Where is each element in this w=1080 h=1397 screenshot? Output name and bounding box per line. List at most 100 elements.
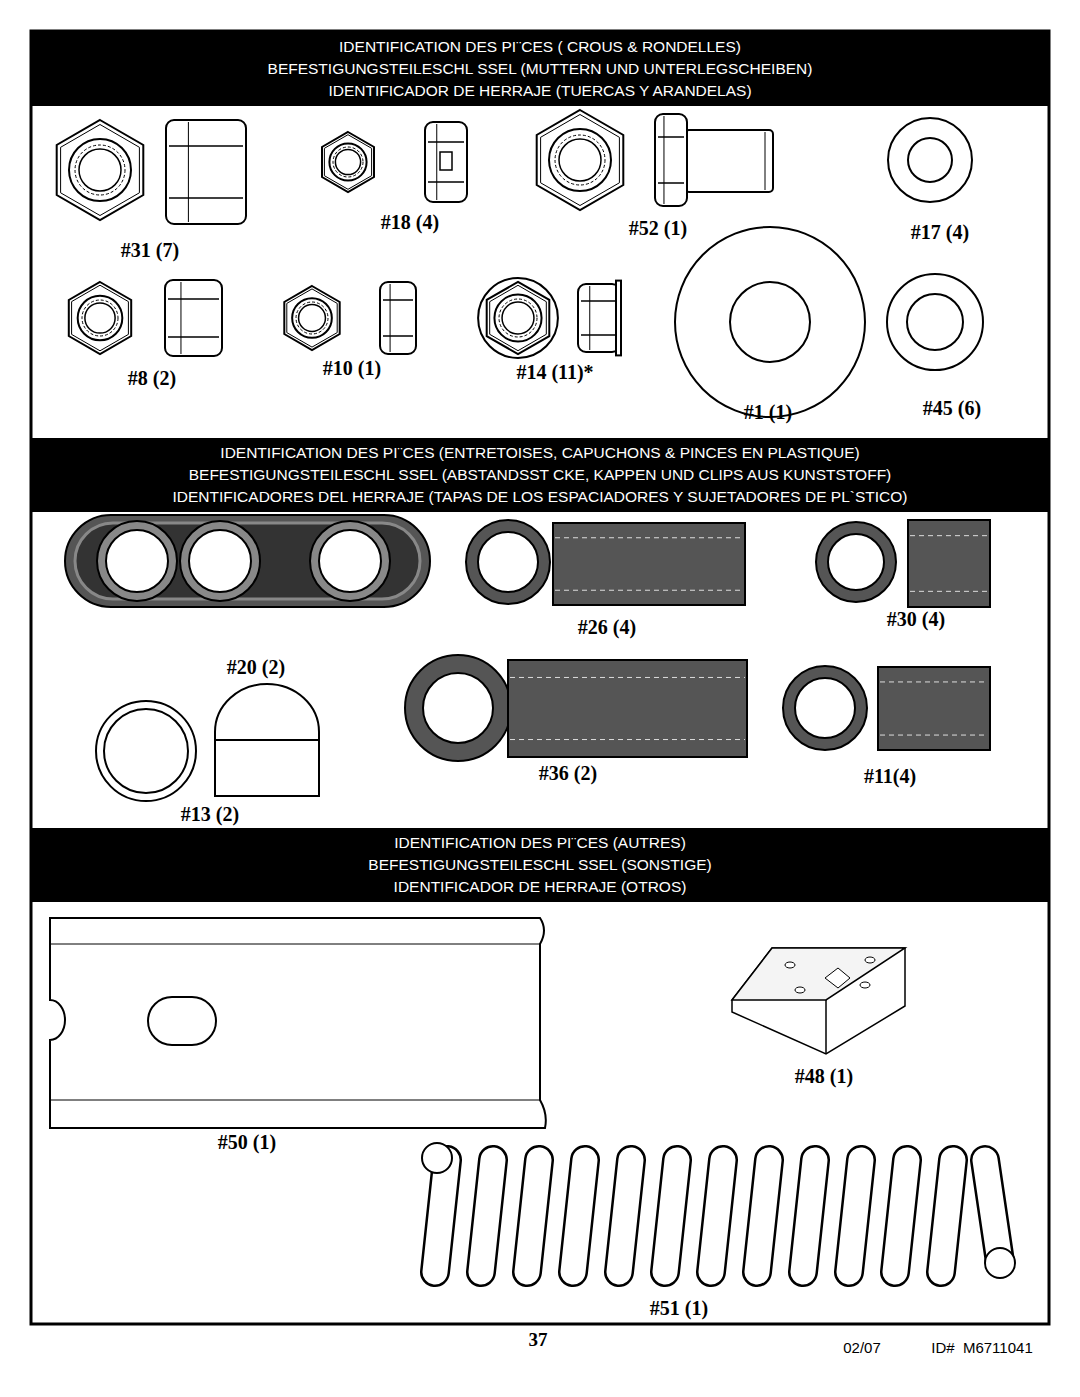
spring-coil-face — [665, 1160, 677, 1272]
spacer-hidden-line — [910, 591, 988, 592]
cap-top — [96, 701, 196, 801]
nut-facet — [581, 334, 617, 336]
hex-nut-side — [655, 114, 687, 206]
hex-nut-side — [165, 280, 222, 356]
mount-plate-top — [732, 948, 905, 1000]
channel-fold — [50, 1100, 540, 1101]
spacer-bore — [828, 534, 884, 590]
nut-facet — [383, 299, 413, 301]
spacer-end — [783, 666, 867, 750]
part-number: #36 (2) — [539, 762, 597, 785]
nut-facet — [168, 298, 219, 300]
spacer-hidden-line — [910, 535, 988, 536]
page-frame — [31, 31, 1049, 1324]
part-number: #48 (1) — [795, 1065, 853, 1088]
part-number: #51 (1) — [650, 1297, 708, 1320]
spring-coil — [985, 1160, 1000, 1262]
spring — [422, 1143, 1015, 1278]
nut-bore — [69, 139, 131, 201]
spacer-end — [405, 655, 511, 761]
hex-nut-front — [69, 282, 131, 354]
washer-hole — [907, 294, 963, 350]
channel-fold — [50, 944, 540, 945]
washer — [888, 118, 972, 202]
spacer-end — [816, 522, 896, 602]
hex-nut-side — [578, 284, 620, 352]
spacer-side — [508, 660, 747, 757]
nut-bore — [292, 298, 332, 338]
hex-nut-side — [166, 120, 246, 224]
nut-hole — [299, 305, 326, 332]
nut-facet — [169, 145, 243, 147]
part-number: #50 (1) — [218, 1131, 276, 1154]
part-number: #17 (4) — [911, 221, 969, 244]
spacer-hidden-line — [510, 739, 745, 740]
spring-coil — [711, 1160, 723, 1272]
section-header-band: IDENTIFICATION DES PI¨CES (ENTRETOISES, … — [32, 438, 1048, 512]
nut-facet — [581, 300, 617, 302]
mount-plate-slot — [860, 982, 870, 988]
hex-nut-front — [537, 110, 624, 210]
mount-plate-slot — [785, 962, 795, 968]
spring-coil — [757, 1160, 769, 1272]
mount-plate-hole — [825, 968, 850, 988]
section-heading: BEFESTIGUNGSTEILESCHL SSEL (MUTTERN UND … — [268, 58, 813, 80]
spring-coil-face — [619, 1160, 631, 1272]
nut-thread — [296, 302, 328, 334]
spring-coil-face — [435, 1160, 447, 1272]
nut-insert-line — [436, 124, 437, 200]
hex-nut-chamfer — [541, 115, 620, 206]
spring-coil — [665, 1160, 677, 1272]
nut-facet — [658, 136, 684, 138]
nut-hole — [335, 149, 360, 174]
nut-hole — [559, 139, 601, 181]
plate-hole — [106, 530, 168, 592]
cap-dome — [215, 684, 319, 740]
section-header-band: IDENTIFICATION DES PI¨CES (AUTRES)BEFEST… — [32, 828, 1048, 902]
page-footer-text: 37 — [529, 1329, 548, 1351]
hex-nut-chamfer — [287, 289, 337, 347]
spring-coil-face — [849, 1160, 861, 1272]
section-heading: IDENTIFICADOR DE HERRAJE (TUERCAS Y ARAN… — [328, 80, 751, 102]
spacer-hidden-line — [555, 590, 743, 591]
section-heading: BEFESTIGUNGSTEILESCHL SSEL (ABSTANDSST C… — [189, 464, 892, 486]
washer-hole — [730, 282, 810, 362]
nut-bore — [78, 296, 123, 341]
spacer-side — [878, 667, 990, 750]
plastic-plate — [65, 515, 430, 607]
spring-coil — [941, 1160, 953, 1272]
nut-thread — [75, 145, 125, 195]
nut-facet — [428, 181, 464, 183]
spacer-hidden-line — [555, 537, 743, 538]
part-number: #52 (1) — [629, 217, 687, 240]
nut-bore — [329, 143, 366, 180]
section-header-band: IDENTIFICATION DES PI¨CES ( CROUS & ROND… — [32, 32, 1048, 106]
nut-facet — [169, 197, 243, 199]
nut-facet — [658, 182, 684, 184]
plate-hole-ring — [180, 521, 260, 601]
hex-nut-front — [57, 120, 144, 220]
bolt-chamfer — [765, 132, 766, 190]
spring-coil-face — [985, 1160, 1000, 1262]
nut-hole — [85, 303, 115, 333]
part-number: #1 (1) — [744, 401, 792, 424]
spacer-hidden-line — [510, 677, 745, 678]
section-heading: IDENTIFICATION DES PI¨CES (AUTRES) — [394, 832, 686, 854]
nut-bore — [494, 294, 541, 341]
page-footer-text: 02/07 — [843, 1339, 881, 1356]
mount-plate-slot — [865, 957, 875, 963]
hex-nut-front — [322, 132, 374, 192]
bolt-shank — [685, 130, 773, 192]
nut-insert-line — [188, 122, 189, 222]
spacer-bore — [423, 673, 493, 743]
spring-coil-face — [481, 1160, 493, 1272]
nut-facet — [383, 335, 413, 337]
section-heading: IDENTIFICADOR DE HERRAJE (OTROS) — [394, 876, 687, 898]
spring-coil — [573, 1160, 585, 1272]
hex-nut-front — [487, 282, 550, 354]
mount-plate-edge — [825, 1000, 827, 1054]
spring-coil-face — [757, 1160, 769, 1272]
part-number: #11(4) — [864, 765, 916, 788]
nut-facet — [168, 336, 219, 338]
